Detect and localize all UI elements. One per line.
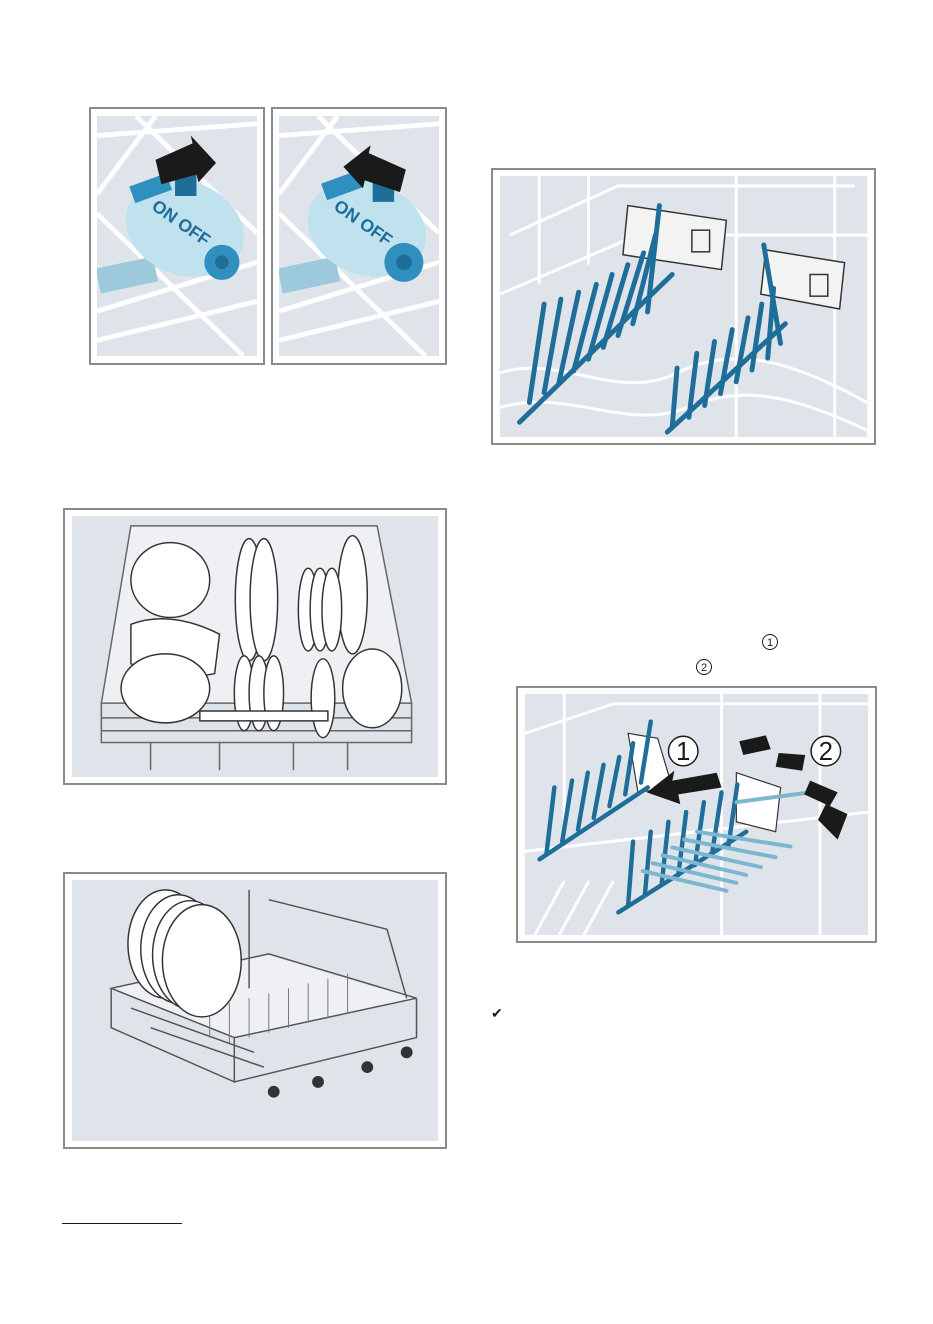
callout-1: 1 [676,738,690,766]
step-marker-1: 1 [762,634,778,650]
check-icon: ✔ [491,1006,503,1020]
tine-rows-illustration [499,176,868,437]
step-marker-2: 2 [696,659,712,675]
figure-lower-rack [63,872,447,1149]
figure-tine-rows [491,168,876,445]
loaded-rack-illustration [71,516,439,777]
figure-valve-on: ON OFF [89,107,265,365]
callout-2: 2 [819,738,833,766]
figure-valve-off: ON OFF [271,107,447,365]
figure-loaded-rack [63,508,447,785]
fold-tines-illustration: 1 2 [524,694,869,935]
footnote-rule [62,1223,182,1224]
valve-on-illustration: ON OFF [97,115,257,357]
lower-rack-illustration [71,880,439,1141]
figure-fold-tines: 1 2 [516,686,877,943]
valve-off-illustration: ON OFF [279,115,439,357]
